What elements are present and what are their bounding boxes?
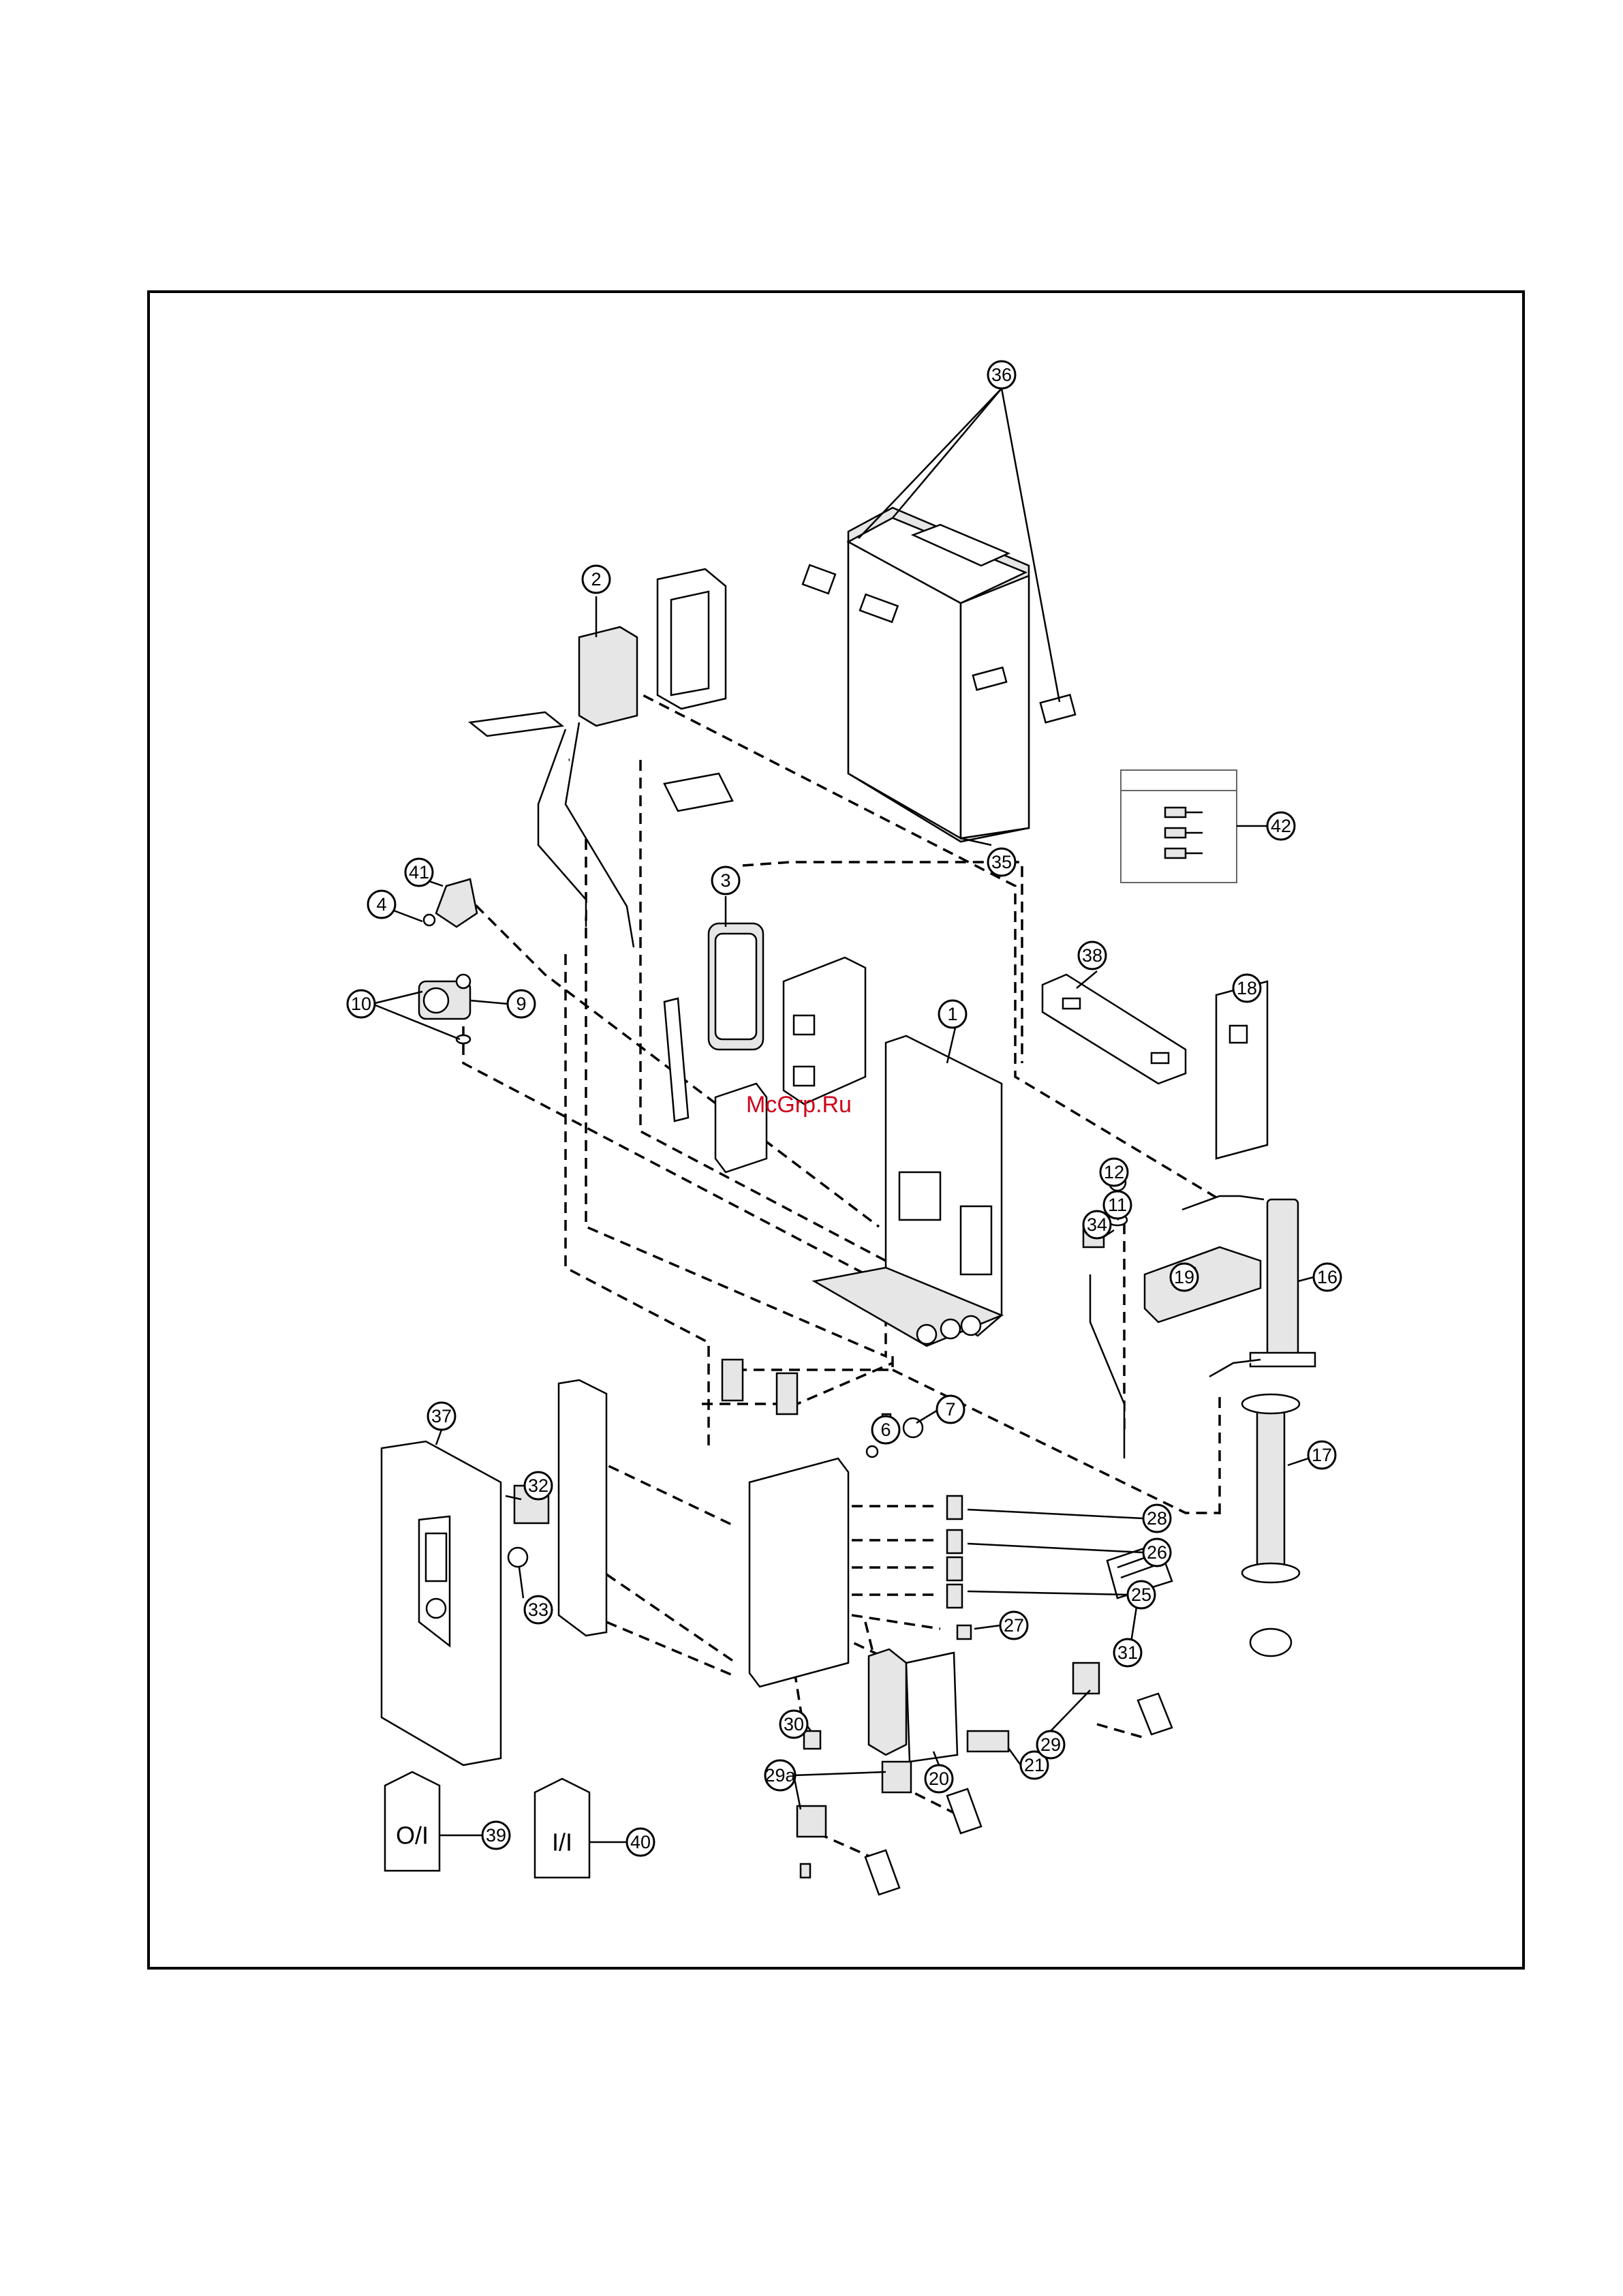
pcb-panel [749,1458,957,1762]
callout-26: 26 [1143,1539,1171,1566]
mounting-plate [1042,975,1186,1084]
callout-34: 34 [1083,1211,1111,1238]
callout-37: 37 [428,1403,455,1430]
svg-text:16: 16 [1317,1267,1338,1287]
top-casing [803,508,1075,842]
callout-30: 30 [780,1711,807,1738]
callout-20: 20 [925,1765,953,1792]
svg-text:1: 1 [947,1004,957,1024]
callout-18: 18 [1233,975,1261,1002]
svg-text:39: 39 [486,1825,506,1846]
callout-32: 32 [525,1472,552,1499]
svg-text:32: 32 [528,1475,548,1496]
svg-text:6: 6 [880,1420,891,1440]
svg-text:21: 21 [1024,1755,1045,1775]
svg-text:26: 26 [1147,1542,1167,1563]
callout-27: 27 [1000,1612,1027,1639]
heating-cylinder [1145,1196,1315,1656]
svg-text:41: 41 [409,862,429,883]
expansion-vessel [470,569,732,947]
callout-10: 10 [347,990,375,1017]
svg-text:9: 9 [516,994,526,1014]
svg-text:34: 34 [1087,1214,1107,1235]
svg-text:19: 19 [1174,1267,1194,1287]
callout-7: 7 [937,1396,964,1423]
callout-9: 9 [508,990,535,1017]
svg-text:31: 31 [1117,1642,1138,1663]
svg-text:27: 27 [1004,1615,1024,1636]
connectors [947,1496,971,1639]
callout-35: 35 [988,848,1015,876]
svg-text:30: 30 [784,1714,804,1734]
callout-6: 6 [872,1416,899,1443]
svg-text:2: 2 [591,569,601,590]
callout-29a: 29a [764,1760,796,1790]
callout-1: 1 [939,1000,966,1028]
booklet-operating-label: O/I [396,1822,429,1850]
callout-25: 25 [1128,1581,1155,1608]
svg-text:35: 35 [991,852,1012,872]
svg-text:4: 4 [376,894,386,915]
callout-40: 40 [627,1828,654,1856]
svg-text:38: 38 [1082,945,1102,966]
contactors [797,1663,1172,1895]
svg-text:10: 10 [351,994,371,1014]
booklet-installation-label: I/I [552,1828,572,1856]
callout-31: 31 [1114,1639,1141,1666]
svg-text:40: 40 [630,1832,651,1852]
svg-text:42: 42 [1271,816,1291,836]
svg-text:28: 28 [1147,1508,1167,1529]
callout-16: 16 [1314,1264,1341,1291]
svg-text:20: 20 [929,1769,949,1789]
svg-text:18: 18 [1237,978,1257,998]
svg-text:33: 33 [528,1599,548,1620]
callout-36: 36 [988,361,1015,388]
side-bracket [559,1380,606,1636]
insulation-panel [1216,981,1267,1159]
diagram-frame [149,292,1524,1968]
callout-3: 3 [712,867,739,894]
svg-text:37: 37 [431,1406,452,1426]
callout-19: 19 [1171,1264,1198,1291]
watermark-text: McGrp.Ru [746,1092,852,1118]
svg-text:25: 25 [1131,1585,1151,1605]
callout-33: 33 [525,1596,552,1623]
callout-38: 38 [1079,942,1106,969]
callout-12: 12 [1100,1159,1128,1186]
svg-text:3: 3 [720,870,730,891]
pump-assembly [419,879,477,1043]
screws-bag [1121,770,1237,883]
svg-text:29: 29 [1040,1734,1061,1755]
callout-2: 2 [583,566,610,593]
callout-29: 29 [1037,1731,1064,1758]
callout-11: 11 [1104,1191,1131,1219]
callout-39: 39 [482,1822,510,1849]
callout-4: 4 [368,891,395,918]
svg-text:36: 36 [991,365,1012,385]
callout-42: 42 [1267,812,1295,840]
svg-text:11: 11 [1108,1195,1127,1215]
callout-17: 17 [1308,1441,1335,1469]
fuse-block [804,1731,820,1749]
callout-28: 28 [1143,1505,1171,1532]
svg-text:29a: 29a [764,1765,796,1786]
svg-text:7: 7 [945,1399,955,1420]
svg-text:17: 17 [1312,1445,1332,1465]
terminal-strip [968,1731,1008,1751]
expansion-vessel-3 [664,923,865,1172]
front-cover [382,1441,501,1765]
svg-text:12: 12 [1104,1162,1124,1182]
callout-41: 41 [405,859,433,886]
